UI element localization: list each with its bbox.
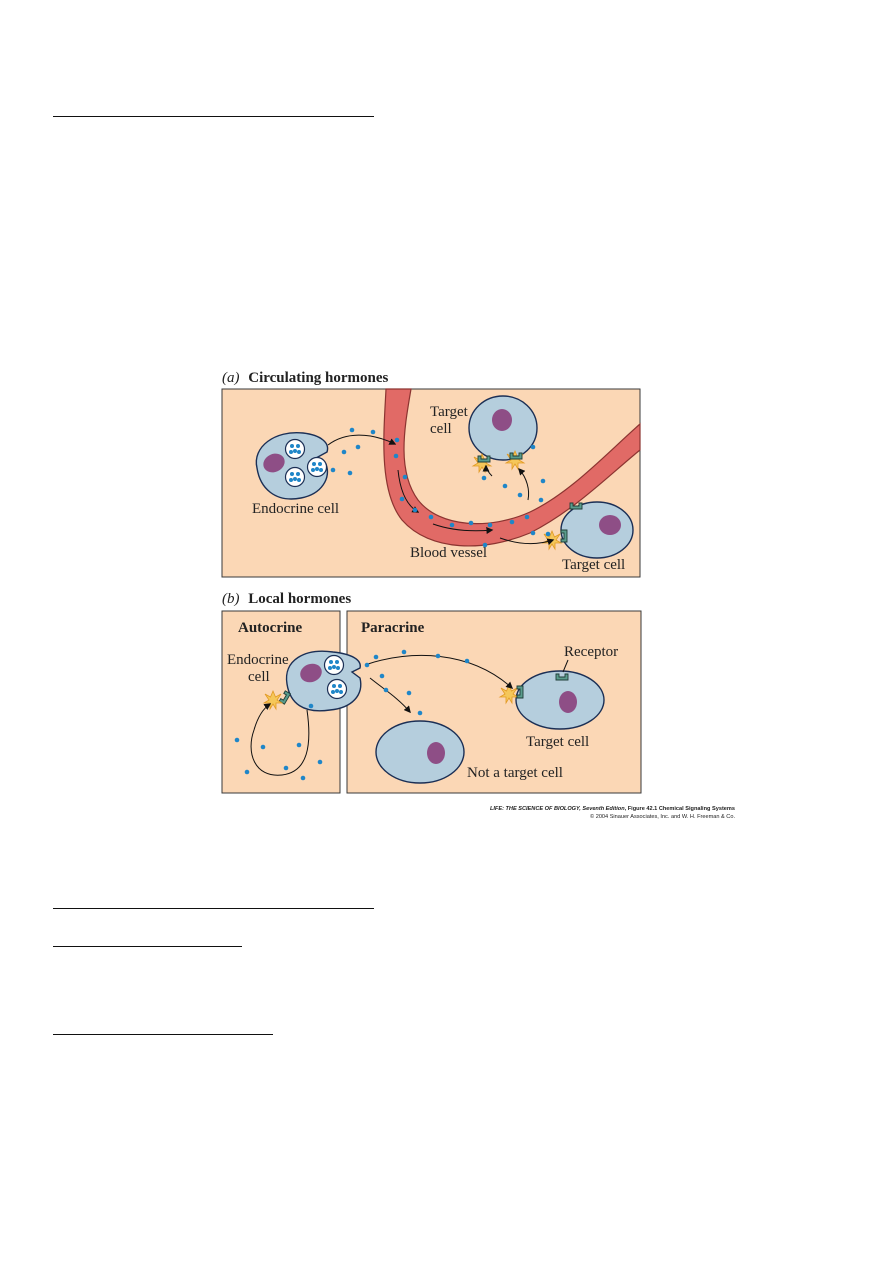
- blood-vessel: [383, 388, 641, 547]
- heading-underline-1: [53, 116, 374, 117]
- panel-b-title: (b) Local hormones: [222, 591, 351, 607]
- arrow-autocrine-loop: [250, 703, 310, 776]
- endocrine-cell-b: [263, 650, 362, 712]
- paracrine-label: Paracrine: [361, 620, 425, 636]
- panel-b-title-text: Local hormones: [248, 591, 351, 607]
- target-cell-top: [468, 395, 538, 473]
- panel-a-letter: (a): [222, 370, 240, 386]
- not-target-cell-label: Not a target cell: [467, 765, 563, 781]
- arrow-to-target-right: [499, 537, 555, 546]
- receptor-pointer: [562, 659, 569, 673]
- endocrine-cell-label-b: Endocrine: [227, 652, 289, 668]
- arrow-cell-to-vessel: [327, 434, 397, 446]
- panel-a-title: (a) Circulating hormones: [222, 370, 389, 386]
- heading-underline-2: [53, 908, 374, 909]
- endocrine-cell-label-a: Endocrine cell: [252, 501, 339, 517]
- receptor-label: Receptor: [564, 644, 618, 660]
- arrow-in-vessel-2: [432, 523, 494, 534]
- blood-vessel-label: Blood vessel: [410, 545, 487, 561]
- arrow-to-target-top-2: [482, 464, 493, 477]
- credit-figure: , Figure 42.1 Chemical Signaling Systems: [625, 806, 735, 812]
- not-target-cell: [375, 720, 465, 784]
- autocrine-label: Autocrine: [238, 620, 302, 636]
- hormone-dots-b: [234, 649, 470, 781]
- paracrine-target-cell: [499, 670, 605, 730]
- target-cell-right: [542, 501, 634, 559]
- arrow-paracrine-to-nontarget: [369, 677, 411, 714]
- endocrine-cell-a: [255, 432, 329, 500]
- hormone-dots-a: [330, 427, 551, 548]
- figure-credit-line: LIFE: THE SCIENCE OF BIOLOGY, Seventh Ed…: [490, 806, 735, 812]
- figure-copyright: © 2004 Sinauer Associates, Inc. and W. H…: [590, 813, 735, 820]
- paracrine-target-cell-label: Target cell: [526, 734, 589, 750]
- endocrine-cell-label-b-2: cell: [248, 669, 270, 685]
- panel-b-letter: (b): [222, 591, 240, 607]
- target-cell-right-label: Target cell: [562, 557, 625, 573]
- target-cell-top-label-2: cell: [430, 421, 452, 437]
- arrow-to-target-top: [518, 467, 530, 501]
- heading-underline-4: [53, 1034, 273, 1035]
- heading-underline-3: [53, 946, 242, 947]
- credit-book: LIFE: THE SCIENCE OF BIOLOGY, Seventh Ed…: [490, 806, 625, 812]
- panel-a-title-text: Circulating hormones: [248, 370, 388, 386]
- target-cell-top-label: Target: [430, 404, 469, 420]
